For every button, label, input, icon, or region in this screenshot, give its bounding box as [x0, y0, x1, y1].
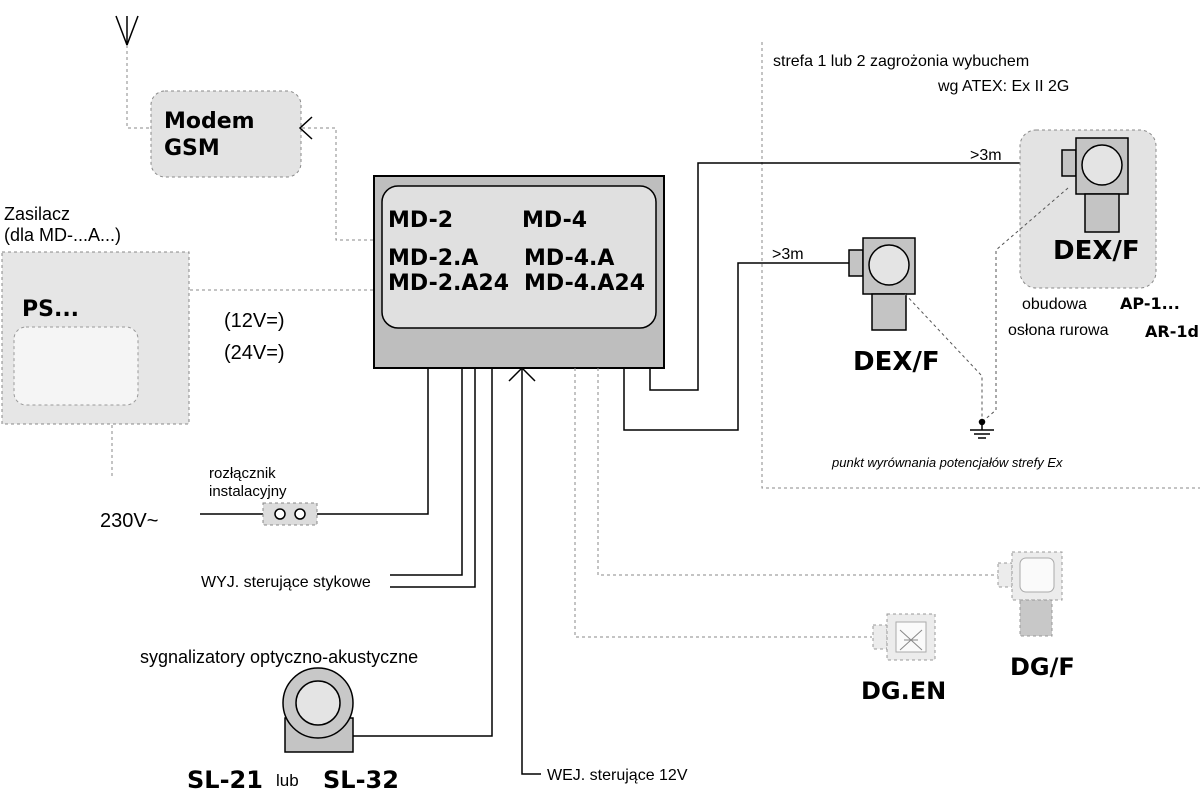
psu-title-line2: (dla MD-...A...): [4, 225, 121, 245]
switch-label-line2: instalacyjny: [209, 483, 287, 500]
switch-label-line1: rozłącznik: [209, 465, 276, 482]
model-md4: MD-4: [522, 208, 587, 233]
dgen-cable: [574, 368, 872, 638]
dgf-label: DG/F: [1010, 653, 1075, 681]
output-line-a: [390, 368, 463, 576]
dex-near-label: DEX/F: [853, 347, 940, 377]
modem-label-line1: Modem: [164, 109, 255, 134]
tube-code: AR-1d: [1145, 322, 1199, 341]
modem-gsm-box: [150, 90, 302, 178]
dex-near-cable: [623, 262, 849, 431]
model-md4a24: MD-4.A24: [524, 271, 645, 296]
inputs-label: WEJ. sterujące 12V: [547, 767, 688, 784]
zone-label-line1: strefa 1 lub 2 zagrożonia wybuchem: [773, 53, 1029, 70]
psu-panel: [13, 326, 139, 406]
housing-label: obudowa: [1022, 296, 1087, 313]
signaler-icon: [282, 667, 354, 753]
distance-far-label: >3m: [970, 147, 1002, 164]
model-md2a24: MD-2.A24: [388, 271, 509, 296]
psu-title-line1: Zasilacz: [4, 204, 70, 224]
antenna-cable: [126, 45, 152, 129]
dgf-detector-icon: [997, 551, 1063, 637]
outputs-label: WYJ. sterujące stykowe: [201, 574, 371, 591]
distance-near-label: >3m: [772, 246, 804, 263]
dgf-cable: [597, 368, 998, 576]
modem-cable: [302, 127, 374, 241]
input-arrow-icon: [508, 366, 536, 382]
model-md4a: MD-4.A: [524, 246, 614, 271]
bonding-line-near: [904, 293, 983, 422]
dex-far-cable: [649, 162, 1063, 391]
dgen-label: DG.EN: [861, 677, 946, 705]
dex-near-detector-icon: [848, 237, 916, 331]
ground-label: punkt wyrównania potencjałów strefy Ex: [831, 455, 1063, 470]
housing-code: AP-1...: [1120, 294, 1180, 313]
dex-far-detector-icon: [1061, 137, 1129, 233]
bonding-line-far: [981, 187, 1069, 423]
ground-icon: [970, 418, 994, 439]
antenna-icon: [115, 15, 139, 46]
psu-label: PS...: [22, 297, 79, 322]
model-md2a: MD-2.A: [388, 246, 478, 271]
modem-connector-icon: [298, 116, 313, 140]
switch-contacts-icon: [274, 508, 306, 520]
dgen-detector-icon: [872, 613, 936, 661]
input-line: [521, 368, 541, 775]
switch-box: [262, 502, 318, 526]
signaler-cable: [352, 368, 493, 737]
signaler-or: lub: [276, 771, 299, 790]
zone-label-line2: wg ATEX: Ex II 2G: [937, 78, 1069, 95]
controller-panel: [381, 185, 657, 329]
mains-voltage-label: 230V~: [100, 510, 158, 532]
output-line-b: [390, 368, 476, 588]
psu-voltage-24v: (24V=): [224, 342, 285, 364]
dex-far-label: DEX/F: [1053, 236, 1140, 266]
signaler-sl21: SL-21: [187, 766, 263, 794]
signaler-sl32: SL-32: [323, 766, 399, 794]
ex-zone-boundary: [761, 42, 1200, 489]
modem-label-line2: GSM: [164, 136, 220, 161]
tube-label: osłona rurowa: [1008, 322, 1109, 339]
model-md2: MD-2: [388, 208, 453, 233]
signalers-title: sygnalizatory optyczno-akustyczne: [140, 647, 418, 667]
psu-voltage-12v: (12V=): [224, 310, 285, 332]
